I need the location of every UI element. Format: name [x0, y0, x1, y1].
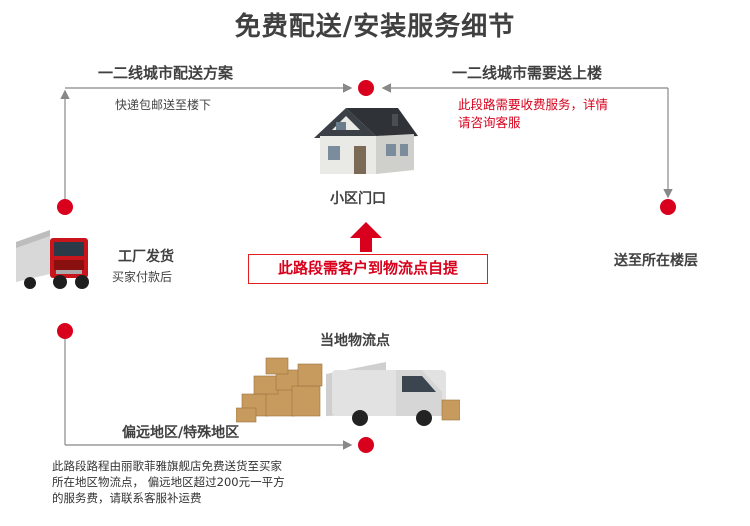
upstairs-note: 此段路需要收费服务，详情 请咨询客服	[458, 96, 608, 132]
delivery-van-illustration	[236, 357, 460, 426]
house-label: 小区门口	[330, 191, 386, 207]
remote-note-line: 的服务费，请联系客服补运费	[52, 491, 202, 505]
route-dot-left-bottom	[57, 323, 73, 339]
remote-heading: 偏远地区/特殊地区	[122, 425, 240, 441]
city-delivery-heading: 一二线城市配送方案	[98, 64, 234, 82]
local-logistics-label: 当地物流点	[320, 333, 390, 349]
factory-sub: 买家付款后	[112, 270, 173, 284]
page-title: 免费配送/安装服务细节	[234, 12, 516, 42]
route-dot-house	[358, 80, 374, 96]
upstairs-note-line: 此段路需要收费服务，详情	[458, 97, 609, 112]
route-dot-left-top	[57, 199, 73, 215]
pickup-notice: 此路段需客户到物流点自提	[248, 254, 488, 284]
arrow-up-icon	[350, 222, 382, 252]
route-dot-right	[660, 199, 676, 215]
upstairs-heading: 一二线城市需要送上楼	[452, 64, 603, 82]
house-illustration	[314, 108, 418, 174]
floor-label: 送至所在楼层	[614, 253, 698, 269]
remote-note: 此路段路程由丽歌菲雅旗舰店免费送货至买家 所在地区物流点， 偏远地区超过200元…	[52, 458, 285, 506]
route-dot-logistics	[358, 437, 374, 453]
factory-title: 工厂发货	[118, 249, 174, 265]
truck-illustration	[16, 230, 89, 289]
remote-note-line: 所在地区物流点， 偏远地区超过200元一平方	[52, 475, 285, 489]
city-delivery-sub: 快递包邮送至楼下	[115, 98, 212, 112]
upstairs-note-line: 请咨询客服	[458, 115, 521, 130]
remote-note-line: 此路段路程由丽歌菲雅旗舰店免费送货至买家	[52, 459, 282, 473]
